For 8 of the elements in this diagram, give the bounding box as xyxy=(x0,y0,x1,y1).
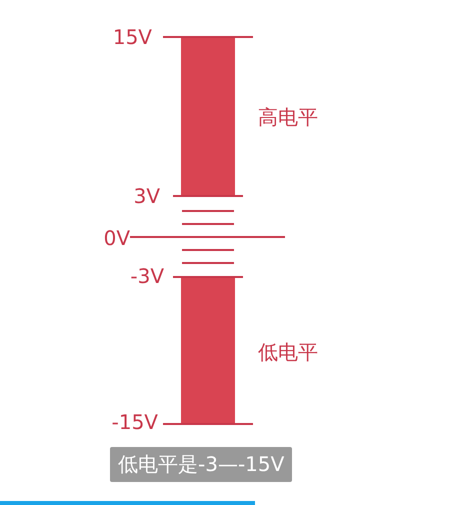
caption: 低电平是-3—-15V xyxy=(110,447,292,482)
level-label: 高电平 xyxy=(258,105,318,129)
voltage-label: 3V xyxy=(134,184,160,208)
level-label: 低电平 xyxy=(258,340,318,364)
voltage-label: 0V xyxy=(104,226,130,250)
voltage-label: -15V xyxy=(112,410,158,434)
voltage-label: -3V xyxy=(130,264,164,288)
voltage-label: 15V xyxy=(112,25,152,49)
